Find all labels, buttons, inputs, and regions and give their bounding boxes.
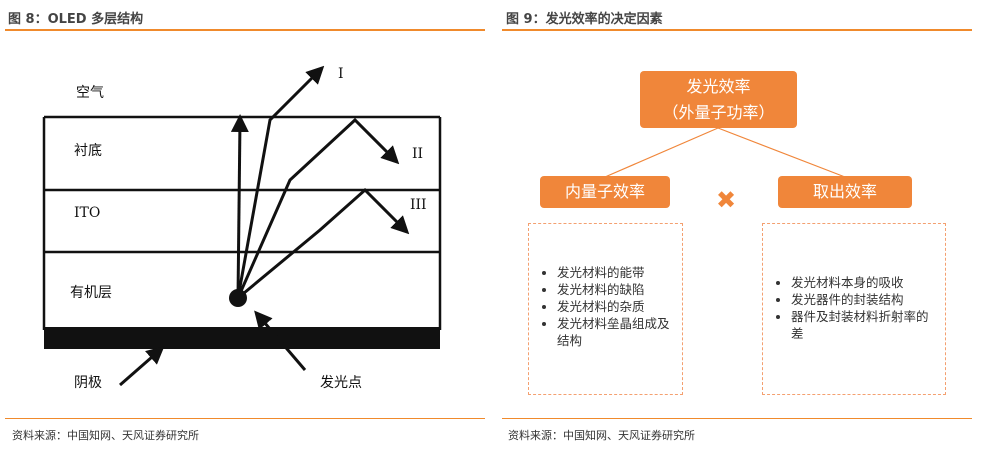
list-item: 器件及封装材料折射率的差	[791, 308, 945, 342]
footer-divider	[5, 418, 485, 419]
figure-9-title: 图 9：发光效率的决定因素	[506, 12, 663, 27]
connector-lines	[604, 127, 846, 178]
footer-divider	[502, 418, 972, 419]
ray-iii	[237, 187, 410, 300]
layer-ito: ITO	[74, 205, 101, 221]
header-divider	[5, 29, 485, 31]
list-item: 发光材料的能带	[557, 264, 682, 281]
luminous-efficiency-box: 发光效率 （外量子功率）	[640, 71, 797, 128]
ray-label-i: I	[338, 66, 344, 82]
source-note: 资料来源：中国知网、天风证券研究所	[12, 429, 199, 442]
layer-air: 空气	[76, 85, 104, 101]
top-box-line1: 发光效率	[686, 77, 751, 96]
multiply-icon: ✖	[716, 186, 737, 214]
cathode-bar	[44, 327, 440, 349]
list-item: 发光材料的缺陷	[557, 281, 682, 298]
figure-8-title: 图 8：OLED 多层结构	[8, 12, 144, 27]
source-note: 资料来源：中国知网、天风证券研究所	[508, 429, 695, 442]
layer-substrate: 衬底	[74, 143, 102, 159]
oled-layer-diagram	[42, 65, 442, 387]
list-item: 发光器件的封装结构	[791, 291, 945, 308]
top-box-line2: （外量子功率）	[662, 103, 775, 122]
cathode-arrow	[119, 346, 165, 387]
list-item: 发光材料的杂质	[557, 298, 682, 315]
internal-quantum-efficiency-box: 内量子效率	[540, 176, 670, 208]
emission-point	[229, 289, 247, 307]
internal-factors-box: 发光材料的能带 发光材料的缺陷 发光材料的杂质 发光材料垒晶组成及结构	[528, 223, 683, 395]
ray-label-ii: II	[412, 146, 424, 162]
extraction-factors-box: 发光材料本身的吸收 发光器件的封装结构 器件及封装材料折射率的差	[762, 223, 946, 395]
list-item: 发光材料垒晶组成及结构	[557, 315, 682, 349]
header-divider	[502, 29, 972, 31]
cathode-label: 阴极	[74, 375, 102, 391]
ray-label-iii: III	[410, 197, 427, 213]
ray-i	[236, 65, 325, 299]
emission-point-label: 发光点	[320, 375, 362, 391]
emission-arrow	[254, 310, 307, 371]
extraction-efficiency-box: 取出效率	[778, 176, 912, 208]
list-item: 发光材料本身的吸收	[791, 274, 945, 291]
ray-ii	[236, 117, 400, 299]
layer-organic: 有机层	[70, 285, 112, 301]
